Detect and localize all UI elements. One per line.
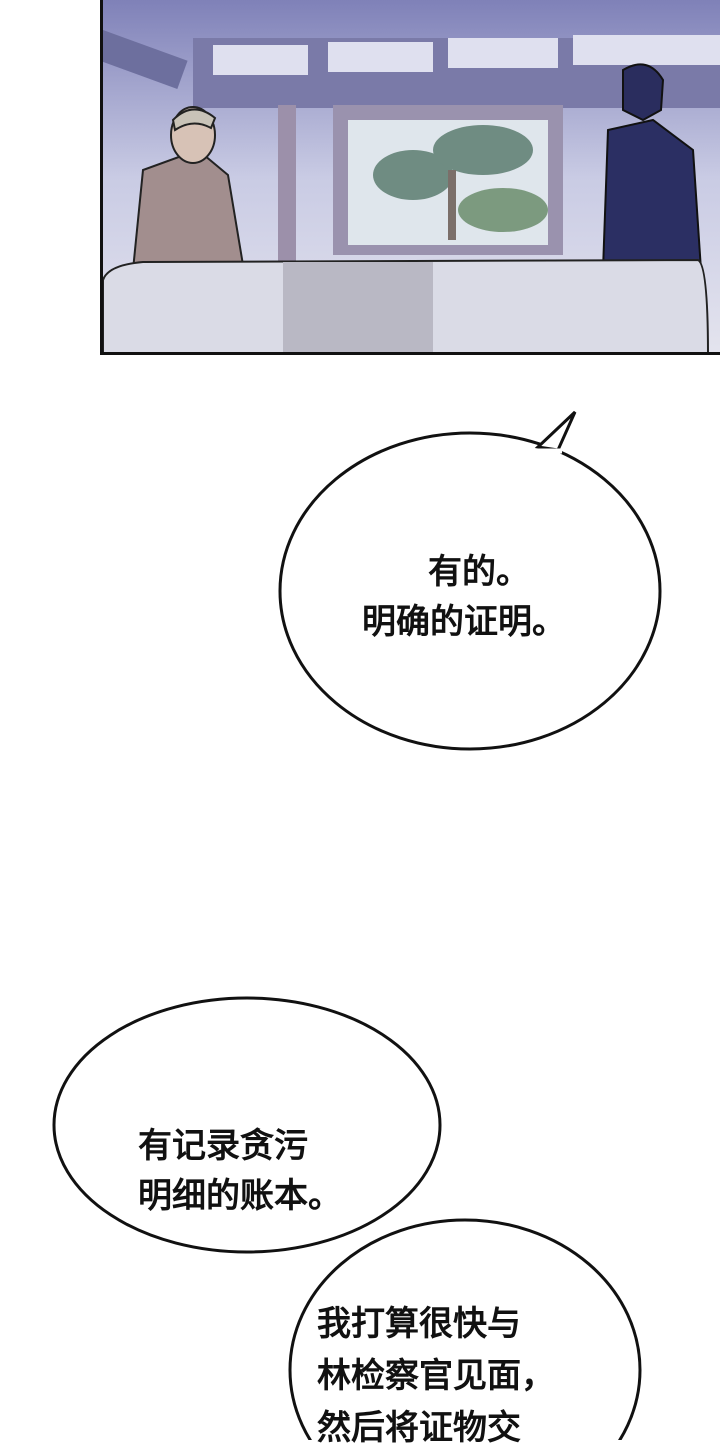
- scene-illustration: [103, 0, 720, 352]
- bubble-1-line-1: 有的。: [428, 552, 530, 592]
- bubble-3-line-1: 我打算很快与: [317, 1304, 521, 1344]
- lattice-windows: [213, 35, 720, 75]
- pillar: [278, 105, 296, 265]
- man-dark-hair: [622, 63, 665, 122]
- bubble-3-line-3: 然后将证物交: [317, 1408, 521, 1448]
- comic-panel-meeting-scene: [100, 0, 720, 355]
- speech-bubble-3: [288, 1218, 642, 1440]
- bubble-2-line-1: 有记录贪污: [138, 1126, 308, 1166]
- bubble-1-line-2: 明确的证明。: [362, 602, 566, 642]
- bubble-3-line-2: 林检察官见面，: [317, 1356, 555, 1396]
- table-runner: [283, 262, 433, 352]
- bubble-2-line-2: 明细的账本。: [138, 1176, 342, 1216]
- speech-bubble-2: [52, 996, 442, 1254]
- speech-bubble-1: [278, 410, 662, 751]
